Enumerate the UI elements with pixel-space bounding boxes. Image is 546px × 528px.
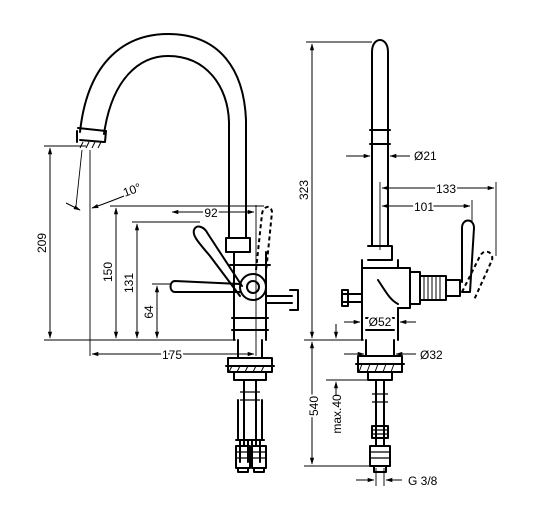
label-150: 150 [101,262,115,282]
label-g-3-8: G 3/8 [408,474,438,488]
label-64: 64 [142,305,156,319]
label-angle-10: 10° [121,180,143,199]
side-view [76,33,299,473]
label-101: 101 [414,200,434,214]
label-540: 540 [307,396,321,416]
label-dia-32: Ø32 [420,348,443,362]
front-view-dimensions [304,41,497,486]
label-92: 92 [204,206,218,220]
label-323: 323 [297,180,311,200]
dimension-labels: 209 150 131 64 92 175 10° 323 540 max.40… [35,149,458,488]
label-dia-52: Ø52 [369,315,392,329]
side-view-dimensions [44,145,264,357]
label-175: 175 [162,348,182,362]
label-max-40: max.40 [330,394,344,434]
front-view [341,39,494,473]
label-dia-21: Ø21 [414,149,437,163]
label-133: 133 [436,182,456,196]
label-209: 209 [35,233,49,253]
label-131: 131 [122,273,136,293]
